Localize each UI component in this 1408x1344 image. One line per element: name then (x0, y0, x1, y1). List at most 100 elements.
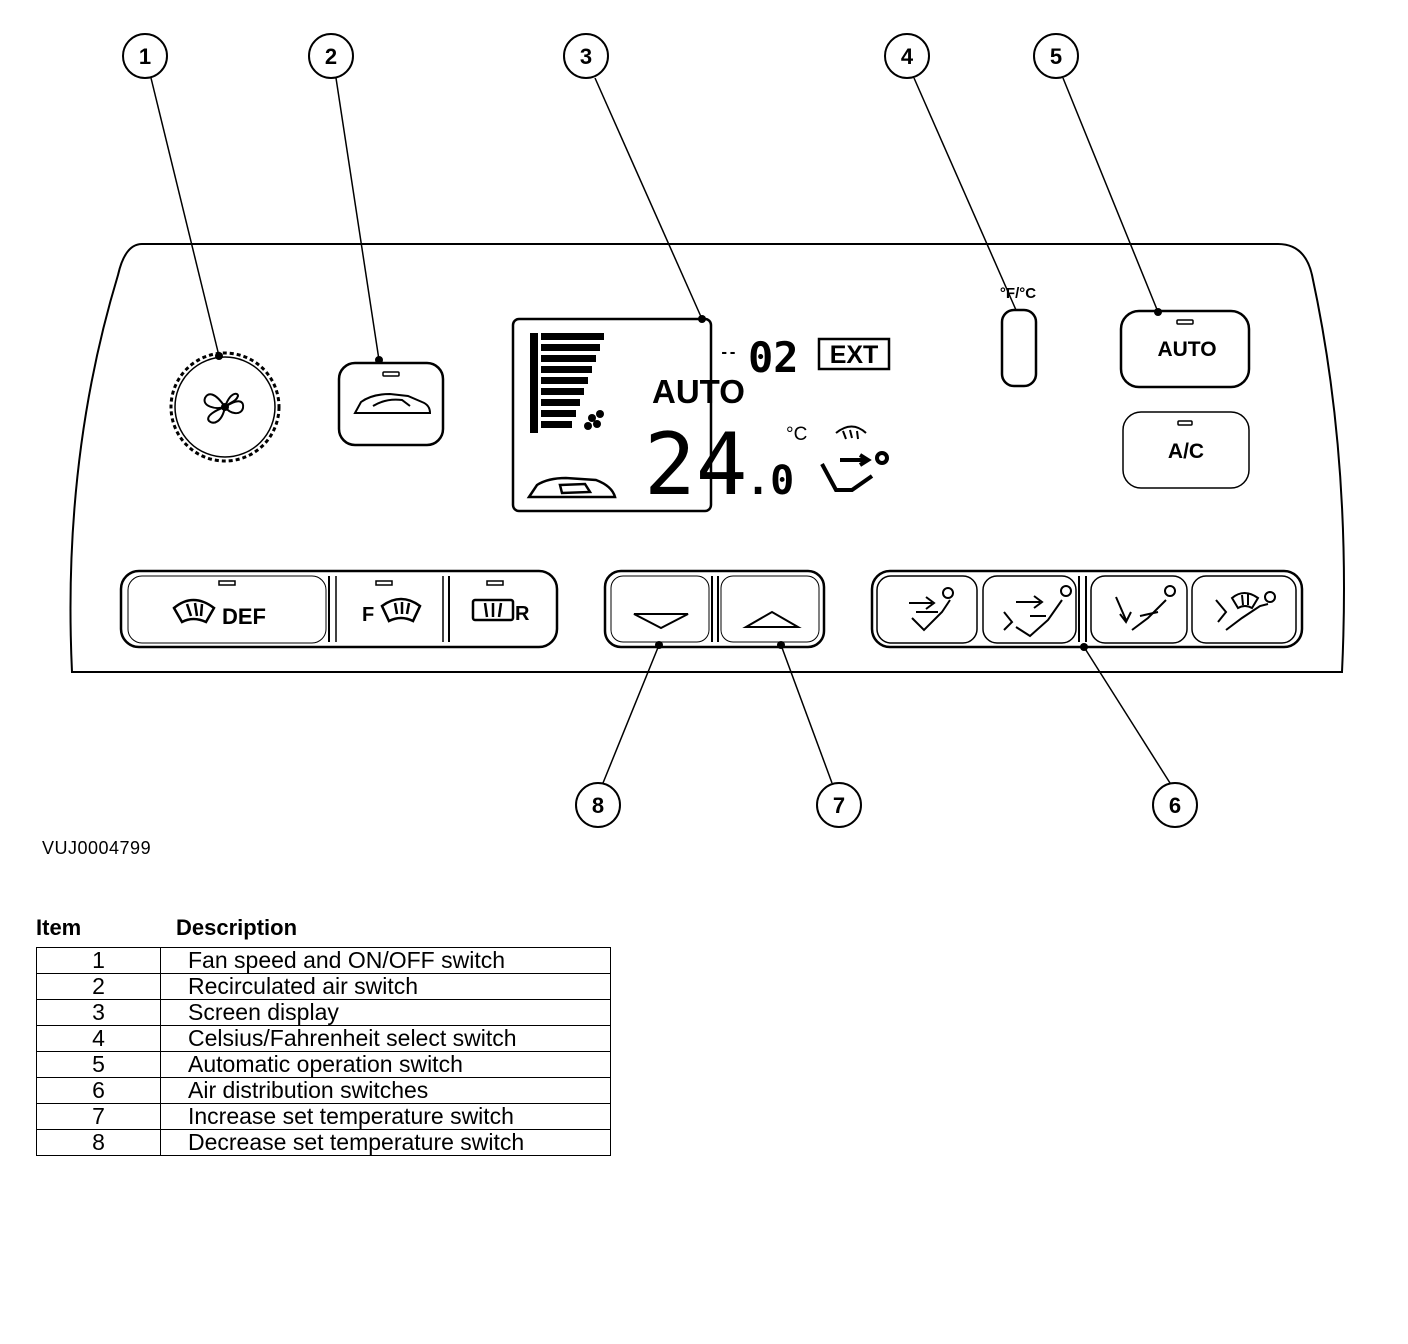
leader-line-3 (594, 77, 703, 320)
temperature-unit-switch[interactable]: °F/°C (1000, 285, 1038, 388)
callout-3-number: 3 (580, 44, 592, 69)
callout-6: 6 (1152, 782, 1198, 828)
fan-icon (203, 392, 245, 424)
callout-8: 8 (575, 782, 621, 828)
legend-item-description: Recirculated air switch (160, 973, 611, 1000)
callout-1-number: 1 (139, 44, 151, 69)
recirculation-car-icon (353, 392, 432, 414)
callout-2-number: 2 (325, 44, 337, 69)
air-distribution-face-button[interactable] (876, 575, 978, 644)
callout-3: 3 (563, 33, 609, 79)
ac-button-label: A/C (1168, 440, 1204, 463)
fan-speed-bar-graph (530, 333, 604, 433)
temperature-button-group (603, 569, 826, 649)
callout-8-number: 8 (592, 793, 604, 818)
reference-code: VUJ0004799 (42, 838, 152, 858)
callout-7-number: 7 (833, 793, 845, 818)
screen-display: -- 02 EXT AUTO 24 .0 °C (511, 317, 891, 515)
rear-window-heat-icon (471, 598, 515, 622)
callout-4: 4 (884, 33, 930, 79)
set-temperature-decimal: .0 (746, 458, 794, 504)
callout-1: 1 (122, 33, 168, 79)
leader-line-1 (150, 77, 220, 357)
auto-button-label: AUTO (1157, 338, 1216, 361)
defrost-button-group (119, 569, 559, 649)
legend-item-number: 6 (36, 1077, 161, 1104)
legend-item-description: Increase set temperature switch (160, 1103, 611, 1130)
legend-item-number: 4 (36, 1025, 161, 1052)
face-and-feet-vent-icon (1003, 585, 1072, 638)
defrost-button-label: DEF (222, 604, 266, 629)
legend-item-description: Celsius/Fahrenheit select switch (160, 1025, 611, 1052)
ext-value: 02 (748, 333, 799, 382)
leader-line-8 (602, 644, 660, 784)
increase-temperature-button[interactable] (720, 575, 820, 643)
rear-window-button-label: R (515, 603, 530, 625)
leader-dots (215, 308, 1162, 651)
auto-button[interactable]: AUTO (1119, 309, 1251, 389)
face-vent-icon (909, 587, 954, 632)
callout-4-number: 4 (901, 44, 914, 69)
legend-item-number: 3 (36, 999, 161, 1026)
legend-header-description: Description (176, 915, 298, 940)
legend-item-number: 5 (36, 1051, 161, 1078)
callout-5-number: 5 (1050, 44, 1062, 69)
display-screen-heat-icon (835, 425, 867, 440)
ac-button[interactable]: A/C (1122, 411, 1250, 489)
legend-item-number: 1 (36, 947, 161, 974)
leader-lines (150, 77, 1171, 784)
leader-line-6 (1083, 646, 1171, 784)
front-windscreen-icon (380, 597, 422, 623)
feet-vent-icon (1115, 585, 1176, 631)
front-windscreen-button[interactable]: F (362, 580, 422, 626)
set-temperature: 24 (644, 415, 748, 515)
temperature-unit-switch-label: °F/°C (1000, 285, 1036, 302)
display-recirculation-icon (526, 476, 617, 499)
fan-speed-knob[interactable] (169, 351, 281, 463)
legend-item-description: Fan speed and ON/OFF switch (160, 947, 611, 974)
climate-control-diagram: -- 02 EXT AUTO 24 .0 °C °F/°C AUTO (69, 33, 1345, 828)
legend-item-description: Decrease set temperature switch (160, 1129, 611, 1156)
display-mode: AUTO (652, 373, 745, 410)
ext-indicator-box (817, 337, 891, 371)
legend-item-number: 2 (36, 973, 161, 1000)
legend-item-description: Screen display (160, 999, 611, 1026)
feet-and-screen-vent-icon (1215, 591, 1276, 631)
rear-window-button[interactable]: R (471, 580, 530, 625)
leader-line-2 (335, 77, 380, 361)
triangle-up-icon (742, 610, 802, 628)
callout-7: 7 (816, 782, 862, 828)
callout-5: 5 (1033, 33, 1079, 79)
air-distribution-feet-screen-button[interactable] (1191, 575, 1297, 644)
legend-item-number: 7 (36, 1103, 161, 1130)
display-fan-icon (584, 410, 604, 430)
display-air-distribution-icon (820, 451, 889, 492)
leader-line-7 (780, 644, 833, 784)
windscreen-heat-icon (172, 598, 216, 624)
ext-prefix: -- (720, 345, 737, 361)
triangle-down-icon (633, 613, 689, 630)
ext-label: EXT (830, 341, 879, 369)
leader-line-5 (1062, 77, 1159, 313)
callout-2: 2 (308, 33, 354, 79)
recirculation-button[interactable] (337, 361, 445, 447)
legend-item-description: Automatic operation switch (160, 1051, 611, 1078)
leader-line-4 (913, 77, 1017, 311)
temperature-unit: °C (786, 424, 807, 445)
front-windscreen-button-label: F (362, 604, 374, 626)
legend-header-item: Item (36, 915, 82, 940)
air-distribution-face-feet-button[interactable] (982, 575, 1077, 644)
legend-item-description: Air distribution switches (160, 1077, 611, 1104)
defrost-button[interactable]: DEF (127, 575, 327, 644)
air-distribution-feet-button[interactable] (1090, 575, 1188, 644)
